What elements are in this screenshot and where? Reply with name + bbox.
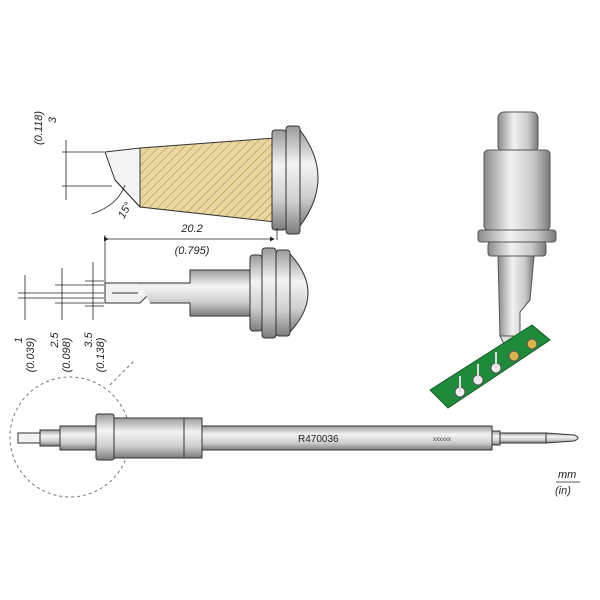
tip-height-mm: 3: [47, 116, 59, 123]
full-end: [545, 432, 579, 444]
full-barrel: [201, 425, 493, 451]
angle-arc: [91, 184, 126, 215]
width-2-mm: 2.5: [49, 331, 61, 348]
units-in: (in): [555, 485, 571, 497]
render-shaft: [497, 255, 535, 337]
width-dimensions: [18, 262, 104, 320]
section-dome: [299, 128, 319, 228]
tip-3d-render: [429, 111, 557, 409]
length-mm: 20.2: [180, 223, 202, 235]
section-collar: [271, 129, 287, 231]
render-top-cap: [497, 111, 539, 153]
serial-placeholder: xxxxxx: [433, 437, 451, 443]
top-flange: [275, 249, 291, 337]
tip-section-view: [62, 125, 319, 235]
pcb-board: [429, 324, 551, 409]
top-collar: [249, 254, 263, 332]
tip-section-blade: [104, 147, 141, 209]
render-ring: [487, 241, 547, 257]
width-3-in: (0.138): [95, 337, 107, 372]
width-2-in: (0.098): [61, 337, 73, 372]
tip-height-in: (0.118): [33, 111, 45, 145]
top-ring: [261, 247, 277, 339]
tip-top-view: [104, 247, 309, 339]
tip-angle-label: 15°: [116, 200, 135, 221]
render-body: [483, 149, 551, 231]
top-dome: [289, 252, 309, 334]
width-1-mm: 1: [13, 337, 25, 343]
tip-full-view: [9, 359, 579, 498]
width-1-in: (0.039): [25, 337, 37, 372]
part-number: R470036: [298, 434, 339, 445]
render-flange: [477, 229, 557, 243]
length-in: (0.795): [175, 245, 210, 257]
length-dimension: [104, 228, 278, 290]
tip-shaft: [140, 269, 251, 317]
tip-section-hatch: [139, 137, 276, 223]
width-3-mm: 3.5: [83, 331, 95, 347]
units-mm: mm: [558, 469, 576, 481]
section-flange: [285, 125, 301, 235]
